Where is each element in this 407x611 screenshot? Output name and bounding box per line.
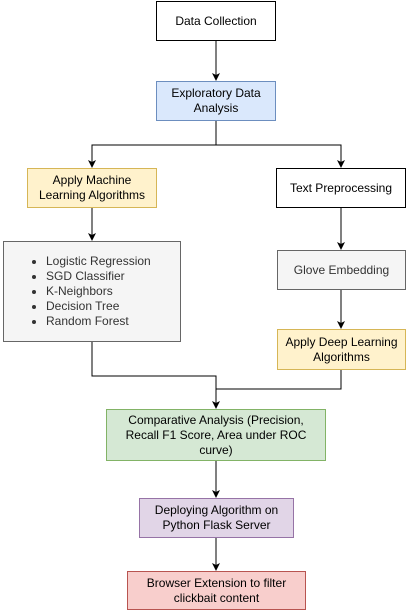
edge-dl-to-compare	[216, 370, 342, 390]
node-browser-label: Browser Extension to filter clickbait co…	[146, 575, 287, 605]
ml-algorithm-item: Logistic Regression	[46, 254, 151, 269]
node-exploratory-data-analysis: Exploratory Data Analysis	[156, 81, 276, 121]
ml-algorithm-item: Random Forest	[46, 314, 151, 329]
node-eda-label: Exploratory Data Analysis	[171, 86, 261, 115]
ml-algorithm-bullet-list: Logistic Regression SGD Classifier K-Nei…	[32, 254, 151, 329]
ml-algorithm-item: Decision Tree	[46, 299, 151, 314]
ml-algorithm-item: SGD Classifier	[46, 269, 151, 284]
node-data-collection: Data Collection	[156, 1, 276, 41]
node-text-preprocessing-label: Text Preprocessing	[289, 180, 393, 195]
node-browser-extension: Browser Extension to filter clickbait co…	[127, 571, 306, 610]
node-apply-dl-label: Apply Deep Learning Algorithms	[285, 334, 398, 364]
node-apply-machine-learning: Apply Machine Learning Algorithms	[27, 168, 157, 208]
node-deploy-flask: Deploying Algorithm on Python Flask Serv…	[139, 498, 294, 538]
node-comparative-analysis: Comparative Analysis (Precision, Recall …	[106, 409, 326, 461]
node-comparative-label: Comparative Analysis (Precision, Recall …	[125, 412, 307, 457]
node-apply-deep-learning: Apply Deep Learning Algorithms	[277, 329, 406, 370]
node-deploy-label: Deploying Algorithm on Python Flask Serv…	[154, 503, 279, 532]
node-glove-embedding: Glove Embedding	[277, 250, 406, 290]
node-text-preprocessing: Text Preprocessing	[276, 168, 406, 208]
node-apply-ml-label: Apply Machine Learning Algorithms	[38, 173, 146, 202]
node-glove-label: Glove Embedding	[293, 262, 390, 277]
node-ml-algorithm-list: Logistic Regression SGD Classifier K-Nei…	[3, 241, 181, 342]
node-data-collection-label: Data Collection	[175, 13, 257, 28]
edge-list-to-compare	[91, 342, 220, 409]
edge-eda-to-text	[216, 144, 345, 168]
ml-algorithm-item: K-Neighbors	[46, 284, 151, 299]
edge-eda-to-ml	[88, 121, 217, 168]
